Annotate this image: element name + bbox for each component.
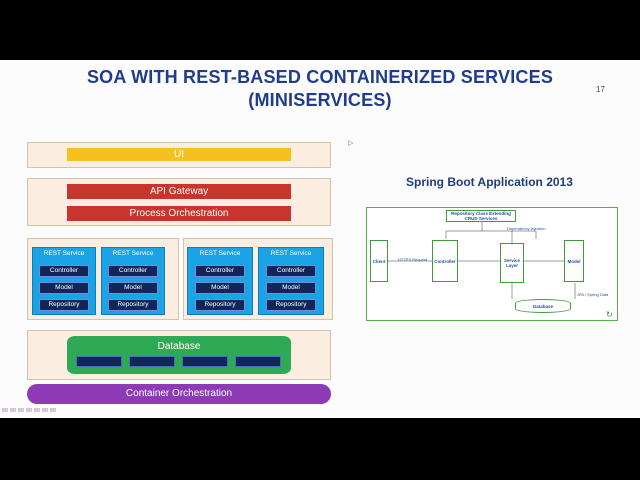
refresh-icon: ↻	[606, 310, 613, 319]
slide: SOA WITH REST-BASED CONTAINERIZED SERVIC…	[0, 60, 640, 418]
rest-service-title: REST Service	[43, 250, 85, 257]
spring-boot-title: Spring Boot Application 2013	[406, 175, 573, 189]
repository-box: Repository	[266, 299, 316, 311]
dependency-injection-label: Dependency Injection	[507, 226, 546, 231]
model-box: Model	[564, 240, 584, 282]
repository-class-box: Repository Class Extending CRUD Services	[446, 210, 516, 222]
database-slot	[76, 356, 122, 367]
model-box: Model	[108, 282, 158, 294]
rest-service-3: REST Service Controller Model Repository	[187, 247, 253, 315]
database-box: Database	[515, 299, 571, 313]
rest-service-title: REST Service	[112, 250, 154, 257]
controller-box: Controller	[108, 265, 158, 277]
rest-service-1: REST Service Controller Model Repository	[32, 247, 96, 315]
model-box: Model	[39, 282, 89, 294]
database-label: Database	[157, 341, 201, 352]
database-slot	[182, 356, 228, 367]
model-box: Model	[195, 282, 245, 294]
slide-title-line1: SOA WITH REST-BASED CONTAINERIZED SERVIC…	[86, 67, 554, 87]
https-request-label: HTTPS Request	[398, 257, 428, 262]
jpa-spring-data-label: JPA / Spring Data	[577, 292, 609, 297]
database-slot	[129, 356, 175, 367]
ui-bar: UI	[67, 148, 291, 161]
rest-service-2: REST Service Controller Model Repository	[101, 247, 165, 315]
repository-box: Repository	[195, 299, 245, 311]
page-number: 17	[596, 85, 605, 94]
repository-box: Repository	[108, 299, 158, 311]
database-slot	[235, 356, 281, 367]
mouse-cursor-icon: ▷	[348, 140, 354, 147]
spring-diagram-connectors	[388, 221, 576, 299]
model-box: Model	[266, 282, 316, 294]
rest-service-title: REST Service	[199, 250, 241, 257]
controller-box: Controller	[195, 265, 245, 277]
controller-box: Controller	[266, 265, 316, 277]
rest-service-4: REST Service Controller Model Repository	[258, 247, 324, 315]
rest-service-title: REST Service	[270, 250, 312, 257]
service-layer-box: Service Layer	[500, 243, 524, 283]
client-box: Client	[370, 240, 388, 282]
repository-box: Repository	[39, 299, 89, 311]
slide-title-line2: (MINISERVICES)	[248, 90, 392, 110]
controller-box: Controller	[432, 240, 458, 282]
slide-toolbar-strip	[0, 408, 70, 414]
api-gateway-bar: API Gateway	[67, 184, 291, 199]
container-orchestration-bar: Container Orchestration	[27, 384, 331, 404]
controller-box: Controller	[39, 265, 89, 277]
database-cylinder	[67, 336, 291, 374]
process-orchestration-bar: Process Orchestration	[67, 206, 291, 221]
